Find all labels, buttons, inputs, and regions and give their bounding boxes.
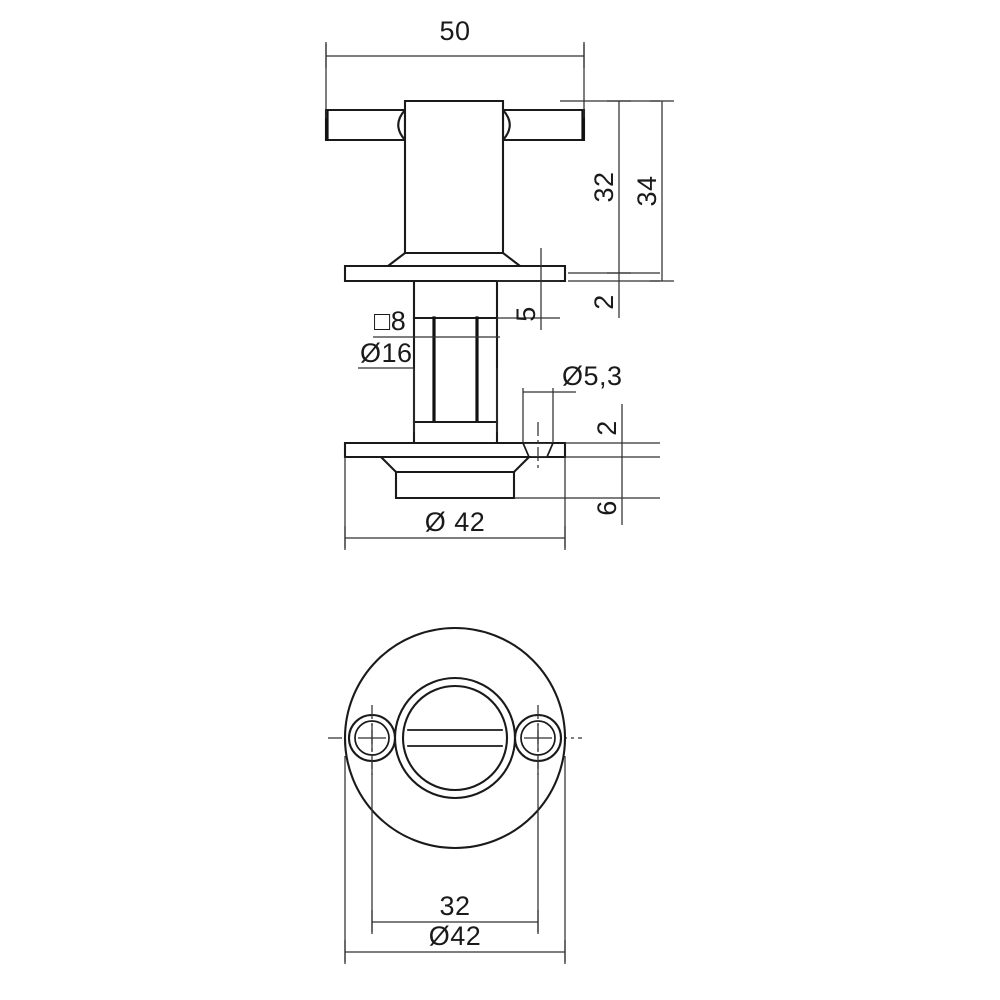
dimension-label-34: 34 [632,175,662,206]
plan-view: 32 Ø42 [328,626,582,964]
rosette-skirt [378,455,532,500]
dimension-label-2-bottom: 2 [592,420,622,436]
dimension-label-5: 5 [511,306,541,322]
dimension-skirt-height-6: 6 [514,457,660,525]
dimension-hole-distance-32: 32 [371,760,539,934]
turn-knob-slot [407,729,503,747]
dimension-label-2-top: 2 [589,294,619,310]
dimension-rosette-thickness-2-top: 2 [568,273,660,318]
turn-knob-inner-ring [401,684,509,792]
dimension-rosette-thickness-2-bottom: 2 [565,404,660,458]
t-bar-left-arm [324,108,407,142]
dimension-screw-hole-5-3: Ø5,3 [522,361,623,472]
knob-column-body [384,99,524,268]
dimension-rosette-diameter-42-side: Ø 42 [344,457,566,550]
dimension-boss-height-5: 5 [497,248,560,330]
dimension-label-diameter-16: Ø16 [360,338,413,368]
dimension-label-diameter-42-side: Ø 42 [425,507,486,537]
dimension-label-50: 50 [439,16,470,46]
square-spindle-shaft [412,316,499,424]
lower-boss [412,420,499,445]
dimension-label-6: 6 [592,500,622,516]
t-bar-right-arm [501,108,586,142]
dimension-total-height-34: 34 [632,100,674,282]
dimension-label-diameter-42-plan: Ø42 [429,921,482,951]
side-elevation-view: 50 32 34 2 [324,16,674,550]
dimension-label-diameter-5-3: Ø5,3 [562,361,623,391]
dimension-overall-width-50: 50 [325,16,585,118]
dimension-label-32-plan: 32 [439,891,470,921]
upper-boss [412,279,499,320]
dimension-boss-diameter-16: Ø16 [358,338,498,432]
upper-rosette-plate [343,264,567,283]
dimension-square-spindle-8: □8 [373,306,500,338]
dimension-label-32: 32 [589,171,619,202]
dimension-label-square-8: □8 [374,306,406,336]
dimension-rosette-diameter-42-plan: Ø42 [344,756,566,964]
